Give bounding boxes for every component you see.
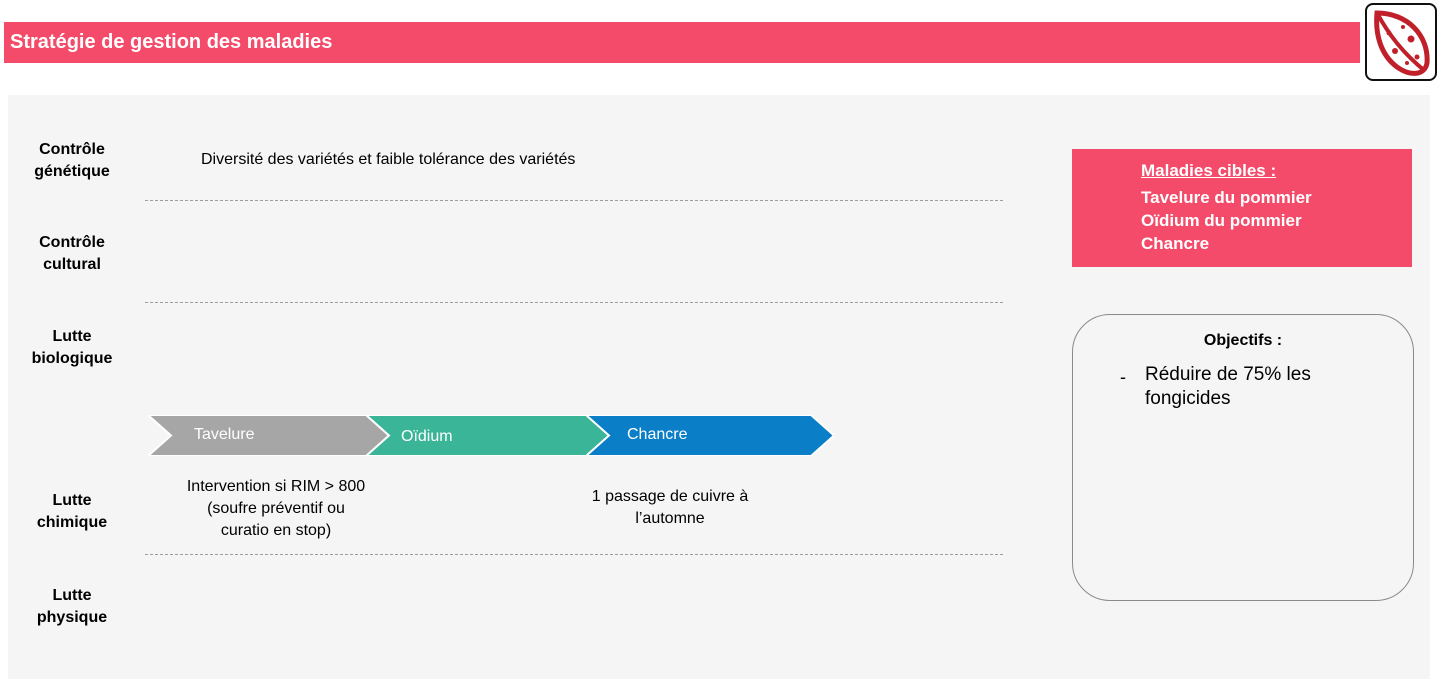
row-label-genetic: Contrôle génétique [34,141,110,180]
tavelure-intervention-note: Intervention si RIM > 800 (soufre préven… [186,478,366,539]
strategy-panel: Contrôle génétique Diversité des variété… [8,95,1430,679]
chancre-copper-note: 1 passage de cuivre à l’automne [591,488,749,527]
objectives-title: Objectifs : [1203,332,1283,349]
page-title: Stratégie de gestion des maladies [10,31,333,53]
row-label-cultural: Contrôle cultural [39,234,105,273]
row-divider [145,302,1003,303]
row-label-chemical: Lutte chimique [36,492,108,531]
leaf-disease-icon [1374,10,1430,76]
chevron-oidium: Oïdium [366,415,614,456]
chevron-label: Chancre [627,426,688,443]
row-label-biological: Lutte biologique [31,328,113,367]
target-disease-item: Chancre [1141,234,1210,253]
objective-bullet: - [1120,367,1126,387]
target-disease-item: Oïdium du pommier [1141,211,1302,230]
chevron-chancre: Chancre [586,415,834,456]
chevron-tavelure: Tavelure [148,415,393,456]
objective-item: Réduire de 75% les fongicides [1145,364,1311,409]
target-diseases-title: Maladies cibles : [1141,161,1277,180]
target-disease-item: Tavelure du pommier [1141,188,1312,207]
header-banner: Stratégie de gestion des maladies [4,22,1360,63]
chevron-shape [148,415,393,456]
chevron-label: Tavelure [194,426,255,443]
chevron-shape [366,415,614,456]
genetic-note: Diversité des variétés et faible toléran… [201,151,576,168]
row-divider [145,554,1003,555]
row-divider [145,200,1003,201]
chevron-shape [586,415,834,456]
target-diseases-box: Maladies cibles : Tavelure du pommier Oï… [1072,149,1412,267]
row-label-physical: Lutte physique [36,587,108,626]
logo [1365,3,1437,81]
objectives-box: Objectifs : - Réduire de 75% les fongici… [1072,314,1414,601]
chevron-label: Oïdium [401,428,453,445]
